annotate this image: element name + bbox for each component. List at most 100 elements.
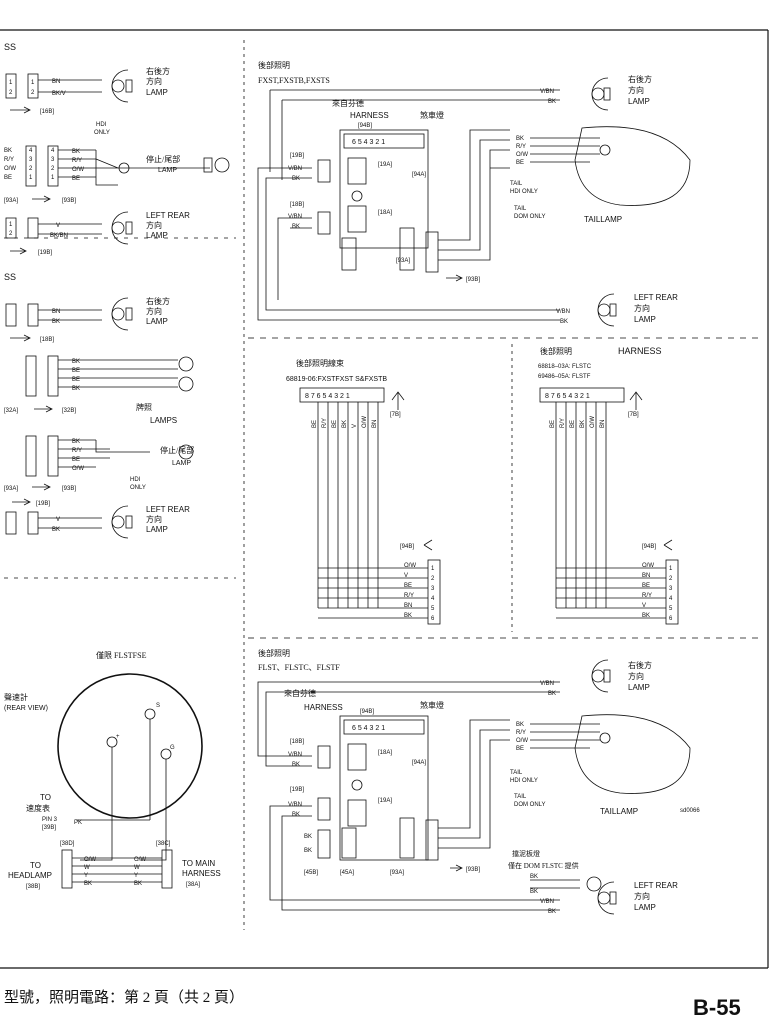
svg-text:BK: BK xyxy=(530,874,538,880)
svg-text:1: 1 xyxy=(31,80,35,86)
svg-text:方向: 方向 xyxy=(634,891,650,901)
svg-text:LAMP: LAMP xyxy=(146,525,168,534)
svg-text:[93A]: [93A] xyxy=(396,258,410,264)
svg-text:[18B]: [18B] xyxy=(290,739,304,745)
svg-text:FXST,FXSTB,FXSTS: FXST,FXSTB,FXSTS xyxy=(258,76,330,85)
svg-text:HARNESS: HARNESS xyxy=(618,346,662,356)
bottom-rear-lighting-section: 後部照明 FLST、FLSTC、FLSTF 來自芬德 HARNESS 煞車燈 [… xyxy=(257,648,700,915)
svg-text:1: 1 xyxy=(9,80,13,86)
svg-text:[19B]: [19B] xyxy=(290,787,304,793)
svg-text:2: 2 xyxy=(51,166,55,172)
svg-text:BE: BE xyxy=(4,175,12,181)
svg-text:方向: 方向 xyxy=(146,220,162,230)
svg-text:V/BN: V/BN xyxy=(540,899,554,905)
pin-number: 3 xyxy=(669,586,673,592)
svg-text:[94B]: [94B] xyxy=(360,709,374,715)
svg-text:sd0066: sd0066 xyxy=(680,808,700,814)
svg-text:TAIL: TAIL xyxy=(510,181,523,187)
pin-label: BE xyxy=(642,583,650,589)
svg-text:[93A]: [93A] xyxy=(4,198,18,204)
svg-text:R/Y: R/Y xyxy=(4,157,14,163)
stop-tail-bulb-icon xyxy=(118,157,230,174)
stop-tail-bulb-icon xyxy=(178,444,194,460)
license-bulb-icon xyxy=(178,356,194,392)
pin-label: R/Y xyxy=(404,593,414,599)
pin-label: O/W xyxy=(642,563,654,569)
svg-text:BE: BE xyxy=(72,176,80,182)
connector-18b-male xyxy=(27,303,39,327)
svg-text:BN: BN xyxy=(52,79,60,85)
pin-number: 3 xyxy=(431,586,435,592)
harness-module xyxy=(339,129,429,249)
connector-32a xyxy=(25,355,37,397)
pin-label: O/W xyxy=(404,563,416,569)
svg-text:[38D]: [38D] xyxy=(60,841,75,847)
connector-93b-2 xyxy=(47,435,59,477)
svg-text:方向: 方向 xyxy=(146,306,162,316)
svg-text:BK: BK xyxy=(516,722,524,728)
svg-text:4: 4 xyxy=(29,148,33,154)
svg-text:V: V xyxy=(56,517,60,523)
svg-text:右後方: 右後方 xyxy=(146,66,170,76)
svg-text:[7B]: [7B] xyxy=(628,412,639,418)
pin-number: 5 xyxy=(669,606,673,612)
svg-text:HARNESS: HARNESS xyxy=(350,111,389,120)
svg-text:SS: SS xyxy=(4,42,16,52)
connector-19b-2 xyxy=(5,511,17,535)
turn-lamp-icon xyxy=(111,69,133,103)
svg-text:69486–05A: FLSTF: 69486–05A: FLSTF xyxy=(538,374,591,380)
svg-text:HDI: HDI xyxy=(96,122,107,128)
svg-text:BN: BN xyxy=(52,309,60,315)
connector-19b-male xyxy=(27,217,39,239)
svg-text:BE: BE xyxy=(516,746,524,752)
svg-text:R/Y: R/Y xyxy=(516,730,526,736)
svg-text:Y: Y xyxy=(84,873,88,879)
svg-text:LEFT REAR: LEFT REAR xyxy=(634,881,678,890)
svg-text:TAIL: TAIL xyxy=(514,206,527,212)
wire-label: V xyxy=(352,424,358,428)
svg-text:BK: BK xyxy=(548,99,556,105)
svg-text:[45A]: [45A] xyxy=(340,870,354,876)
connector-16b-female xyxy=(5,73,17,99)
pin-label: BN xyxy=(642,573,650,579)
svg-text:PIN 3: PIN 3 xyxy=(42,817,58,823)
svg-text:速度表: 速度表 xyxy=(26,803,50,813)
svg-text:TO: TO xyxy=(30,861,41,870)
svg-text:右後方: 右後方 xyxy=(146,296,170,306)
svg-text:[94A]: [94A] xyxy=(412,760,426,766)
connector-93a-2 xyxy=(25,435,37,477)
svg-text:BE: BE xyxy=(516,160,524,166)
svg-text:FLST、FLSTC、FLSTF: FLST、FLSTC、FLSTF xyxy=(258,663,340,672)
svg-text:G: G xyxy=(170,745,175,751)
turn-lamp-icon xyxy=(111,505,133,539)
connector-94b-right xyxy=(665,559,679,625)
svg-text:BK: BK xyxy=(72,359,80,365)
pin-number: 6 xyxy=(669,616,673,622)
connector-38c xyxy=(161,849,173,889)
svg-text:LAMPS: LAMPS xyxy=(150,416,177,425)
svg-text:方向: 方向 xyxy=(634,303,650,313)
svg-text:O/W: O/W xyxy=(134,857,146,863)
svg-text:68818–03A: FLSTC: 68818–03A: FLSTC xyxy=(538,364,592,370)
top-rear-lighting-section: 後部照明 FXST,FXSTB,FXSTS 來自芬德 HARNESS 煞車燈 [… xyxy=(257,60,691,327)
pin-number: 2 xyxy=(669,576,673,582)
svg-text:[18B]: [18B] xyxy=(40,337,54,343)
svg-text:LAMP: LAMP xyxy=(146,88,168,97)
turn-lamp-icon xyxy=(597,293,617,327)
svg-text:BK: BK xyxy=(52,527,60,533)
svg-text:V/BN: V/BN xyxy=(288,752,302,758)
taillamp-icon xyxy=(574,126,691,206)
svg-text:[19B]: [19B] xyxy=(290,153,304,159)
svg-text:DOM ONLY: DOM ONLY xyxy=(514,802,546,808)
svg-text:BK: BK xyxy=(4,148,12,154)
svg-text:LAMP: LAMP xyxy=(172,460,191,467)
svg-text:Y: Y xyxy=(134,873,138,879)
svg-text:6 5 4 3 2 1: 6 5 4 3 2 1 xyxy=(352,725,385,732)
svg-text:BK/V: BK/V xyxy=(52,91,66,97)
svg-text:ONLY: ONLY xyxy=(130,485,146,491)
svg-text:2: 2 xyxy=(9,90,13,96)
wire-label: BK xyxy=(342,420,348,428)
svg-text:[7B]: [7B] xyxy=(390,412,401,418)
svg-text:[94B]: [94B] xyxy=(358,123,372,129)
